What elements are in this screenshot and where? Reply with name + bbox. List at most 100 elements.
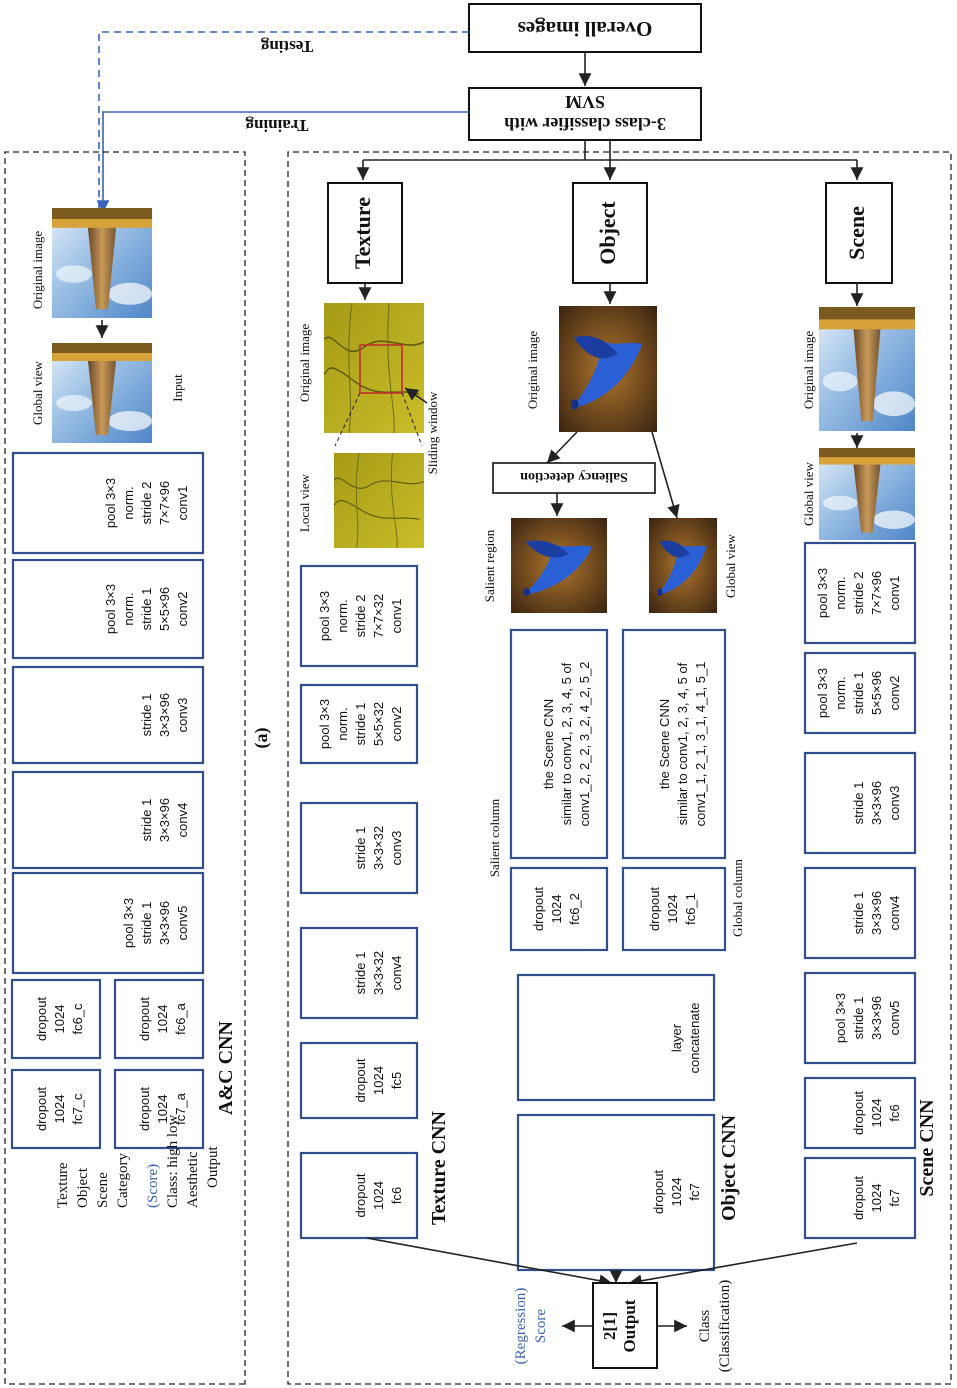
left-panel <box>287 151 952 1385</box>
svm-line1: 3-class classifier with <box>504 114 666 134</box>
scene-branch-box <box>825 182 893 284</box>
regression-label: (Regression) <box>513 1288 529 1365</box>
global-column-label: Global column <box>730 859 745 937</box>
object-fc6-2-box <box>509 866 609 952</box>
svm-line2: SVM <box>565 92 605 112</box>
texture-to-output-arrow <box>366 1237 613 1287</box>
object-global-conv-line-1: conv1_1, 2_1, 3_1, 4_1, 5_1 <box>693 662 708 827</box>
ac-fc7a-line-3: dropout <box>137 1087 152 1131</box>
ac-fc7a-line-1: fc7_a <box>173 1092 188 1125</box>
object-image-to-global-arrow <box>651 431 680 519</box>
svm-classifier-box <box>468 87 702 141</box>
salient-column-label: Salient column <box>487 798 502 877</box>
ac-layer-1-line-5: pool 3×3 <box>103 478 118 528</box>
scene-cnn-title: Scene CNN <box>916 1099 938 1197</box>
texture-layer-1-line-4: norm. <box>335 599 350 632</box>
texture-layer-3-box <box>299 801 419 895</box>
ac-output-block: Output Aesthetic Class: high low (Score)… <box>55 1114 221 1208</box>
scene-layer-2-line-2: 5×5×96 <box>869 671 884 715</box>
ac-layer-2-line-5: pool 3×3 <box>103 584 118 634</box>
texture-layer-2-line-2: 5×5×32 <box>371 702 386 746</box>
scene-layer-2-box <box>803 651 917 735</box>
object-branch-label: Object <box>595 201 620 265</box>
object-global-conv-box <box>621 628 727 860</box>
ac-layer-1-line-1: conv1 <box>175 486 190 521</box>
scene-layer-2-line-3: stride 1 <box>851 672 866 715</box>
object-concat-box <box>516 973 716 1102</box>
ac-fc7c-line-3: dropout <box>34 1087 49 1131</box>
output-box-line2: 2[1] <box>600 1312 619 1340</box>
ac-layer-5-line-2: 3×3×96 <box>157 901 172 945</box>
texture-layer-4-line-1: conv4 <box>389 956 404 991</box>
ac-output-title: Output <box>205 1146 221 1189</box>
object-salient-conv-line-1: conv1_2, 2_2, 3_2, 4_2, 5_2 <box>577 662 592 827</box>
ac-layer-1-line-4: norm. <box>121 486 136 519</box>
scene-layer-1-line-3: stride 2 <box>851 572 866 615</box>
ac-layer-1-line-2: 7×7×96 <box>157 481 172 525</box>
ac-layer-4-line-1: conv4 <box>175 803 190 838</box>
ac-fc6c-line-1: fc6_c <box>70 1003 85 1035</box>
sliding-window-box <box>359 344 403 394</box>
ac-fc6c-line-3: dropout <box>34 997 49 1041</box>
ac-cat-scene: Scene <box>95 1172 111 1208</box>
object-image-to-saliency-arrow <box>546 431 578 464</box>
scene-layer-5-line-2: 3×3×96 <box>869 996 884 1040</box>
ac-layer-1-box <box>11 451 205 555</box>
texture-layer-3-line-2: 3×3×32 <box>371 826 386 870</box>
saliency-detection-label: Saliency detection <box>520 469 628 484</box>
ac-class-high-low: Class: high low <box>165 1114 181 1208</box>
ac-layer-4-box <box>11 770 205 870</box>
sliding-window-arrow <box>404 387 428 404</box>
ac-layer-3-box <box>11 665 205 765</box>
texture-layer-5-line-1: fc5 <box>389 1072 404 1089</box>
ac-layer-2-line-4: norm. <box>121 592 136 625</box>
ac-fc7c-box <box>10 1068 102 1150</box>
ac-fc7a-line-2: 1024 <box>155 1095 170 1124</box>
scene-layer-3-line-1: conv3 <box>887 786 902 821</box>
scene-layer-6-line-3: dropout <box>851 1091 866 1135</box>
texture-layer-1-line-3: stride 2 <box>353 595 368 638</box>
classification-label: (Classification) <box>717 1280 733 1372</box>
right-panel <box>4 151 246 1385</box>
texture-local-view <box>333 452 425 549</box>
object-salient-conv-line-2: similar to conv1, 2, 3, 4, 5 of <box>559 662 574 825</box>
texture-layer-2-box <box>299 683 419 765</box>
texture-layer-6-line-2: 1024 <box>371 1181 386 1210</box>
testing-label: Testing <box>260 37 313 56</box>
object-fc6-2-line-1: fc6_2 <box>567 893 582 925</box>
texture-layer-2-line-1: conv2 <box>389 707 404 742</box>
object-global-conv-line-2: similar to conv1, 2, 3, 4, 5 of <box>675 662 690 825</box>
output-box <box>592 1282 658 1369</box>
ac-original-label: Original image <box>30 231 45 310</box>
texture-original-image <box>323 302 425 434</box>
ac-cnn-title: A&C CNN <box>215 1021 237 1115</box>
object-fc7-box <box>516 1113 716 1272</box>
ac-layer-2-box <box>11 558 205 660</box>
scene-layer-7-line-1: fc7 <box>887 1189 902 1206</box>
texture-layer-1-box <box>299 564 419 668</box>
texture-layer-1-line-1: conv1 <box>389 599 404 634</box>
class-label: Class <box>697 1310 713 1343</box>
ac-layer-5-box <box>11 871 205 975</box>
scene-layer-4-line-1: conv4 <box>887 896 902 931</box>
saliency-detection-box <box>492 462 656 494</box>
scene-layer-3-line-3: stride 1 <box>851 782 866 825</box>
ac-fc6a-box <box>113 978 205 1060</box>
ac-input-label: Input <box>170 374 185 402</box>
ac-fc6a-line-3: dropout <box>137 997 152 1041</box>
texture-branch-label: Texture <box>350 197 375 269</box>
scene-layer-2-line-5: pool 3×3 <box>815 668 830 718</box>
ac-layer-3-line-1: conv3 <box>175 698 190 733</box>
texture-cnn-title: Texture CNN <box>428 1111 450 1225</box>
object-fc7-line-1: fc7 <box>687 1183 702 1200</box>
ac-cat-object: Object <box>75 1167 91 1208</box>
scene-layer-7-line-2: 1024 <box>869 1184 884 1213</box>
ac-category: Category <box>115 1153 131 1208</box>
scene-layer-2-line-4: norm. <box>833 676 848 709</box>
ac-original-image <box>52 208 152 318</box>
texture-layer-5-line-3: dropout <box>353 1058 368 1102</box>
object-original-label: Original image <box>525 331 540 410</box>
ac-global-label: Global view <box>30 360 45 425</box>
